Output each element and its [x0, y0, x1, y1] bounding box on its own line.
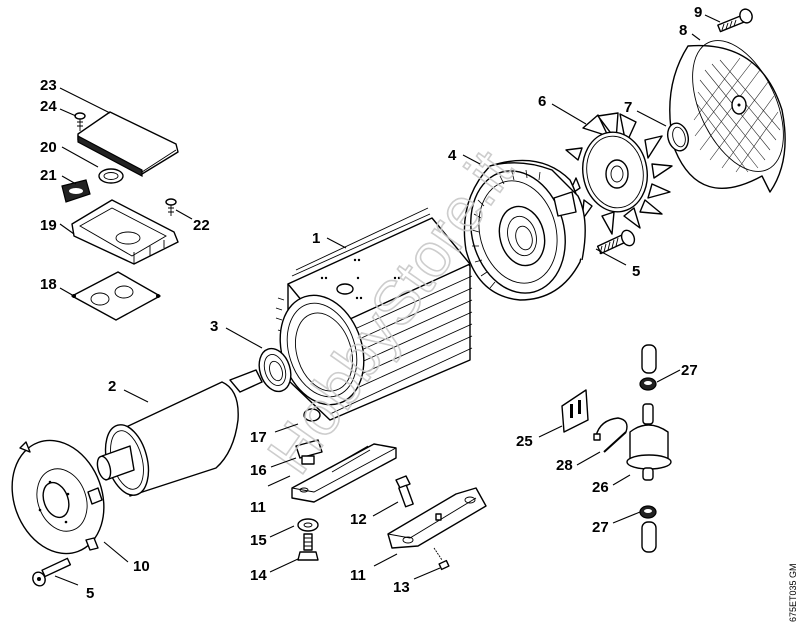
hose-clamp-lower: [639, 505, 657, 519]
callout-26: 26: [592, 479, 609, 496]
rotor: [96, 369, 263, 497]
cable-gland: [295, 439, 323, 465]
hose-upper: [641, 344, 657, 374]
terminal-sleeve: [433, 547, 450, 571]
end-shield-drive-side: [11, 439, 105, 555]
terminal-box-cover: [77, 111, 179, 177]
hose-lower: [641, 521, 657, 553]
callout-27-upper: 27: [681, 362, 698, 379]
socket-screw-front: [32, 557, 72, 587]
cable-tie-mount: [561, 389, 589, 433]
ball-bearing: [258, 347, 292, 393]
gasket: [71, 271, 161, 321]
callout-6: 6: [538, 93, 546, 110]
callout-14: 14: [250, 567, 267, 584]
callout-24: 24: [40, 98, 57, 115]
callout-15: 15: [250, 532, 267, 549]
motor-housing: [275, 207, 473, 421]
callout-8: 8: [679, 22, 687, 39]
fan: [565, 112, 673, 235]
cover-screw: [717, 8, 753, 33]
terminal-box: [71, 199, 179, 265]
fan-cover: [669, 40, 786, 193]
nut: [303, 408, 321, 422]
callout-11a: 11: [250, 499, 266, 516]
callout-5-rear: 5: [632, 263, 640, 280]
callout-19: 19: [40, 217, 57, 234]
terminal-bracket: [387, 487, 487, 549]
sealing-ring: [98, 168, 124, 184]
callout-10: 10: [133, 558, 150, 575]
box-screw: [165, 198, 177, 216]
retaining-ring: [666, 122, 690, 152]
drawing-code: 675ET035 GM: [788, 563, 798, 622]
callout-20: 20: [40, 139, 57, 156]
hose-clamp-upper: [639, 377, 657, 391]
callout-2: 2: [108, 378, 116, 395]
callout-28: 28: [556, 457, 573, 474]
cable-tie: [593, 417, 628, 453]
callout-21: 21: [40, 167, 57, 184]
callout-25: 25: [516, 433, 533, 450]
hex-bolt: [395, 475, 414, 508]
leader-lines: [54, 14, 721, 586]
callout-7: 7: [624, 99, 632, 116]
cover-screw-small: [74, 112, 86, 131]
callout-16: 16: [250, 462, 267, 479]
callout-1: 1: [312, 230, 320, 247]
callout-23: 23: [40, 77, 57, 94]
socket-screw-rear: [596, 229, 636, 255]
grommet: [61, 179, 91, 203]
callout-11b: 11: [350, 567, 366, 584]
callout-9: 9: [694, 4, 702, 21]
end-shield-fan-side: [463, 159, 586, 301]
callout-labels: 1 2 3 4 5 5 6 7 8 9 10 11 11 12 13 14 15…: [40, 4, 702, 602]
callout-4: 4: [448, 147, 457, 164]
callout-12: 12: [350, 511, 367, 528]
callout-17: 17: [250, 429, 267, 446]
hex-screw: [297, 533, 319, 561]
washer: [297, 518, 319, 532]
callout-3: 3: [210, 318, 218, 335]
callout-18: 18: [40, 276, 57, 293]
terminal-strip: [291, 443, 397, 503]
callout-22: 22: [193, 217, 210, 234]
callout-13: 13: [393, 579, 410, 596]
callout-5-front: 5: [86, 585, 94, 602]
inline-filter: [626, 403, 672, 481]
callout-27-lower: 27: [592, 519, 609, 536]
